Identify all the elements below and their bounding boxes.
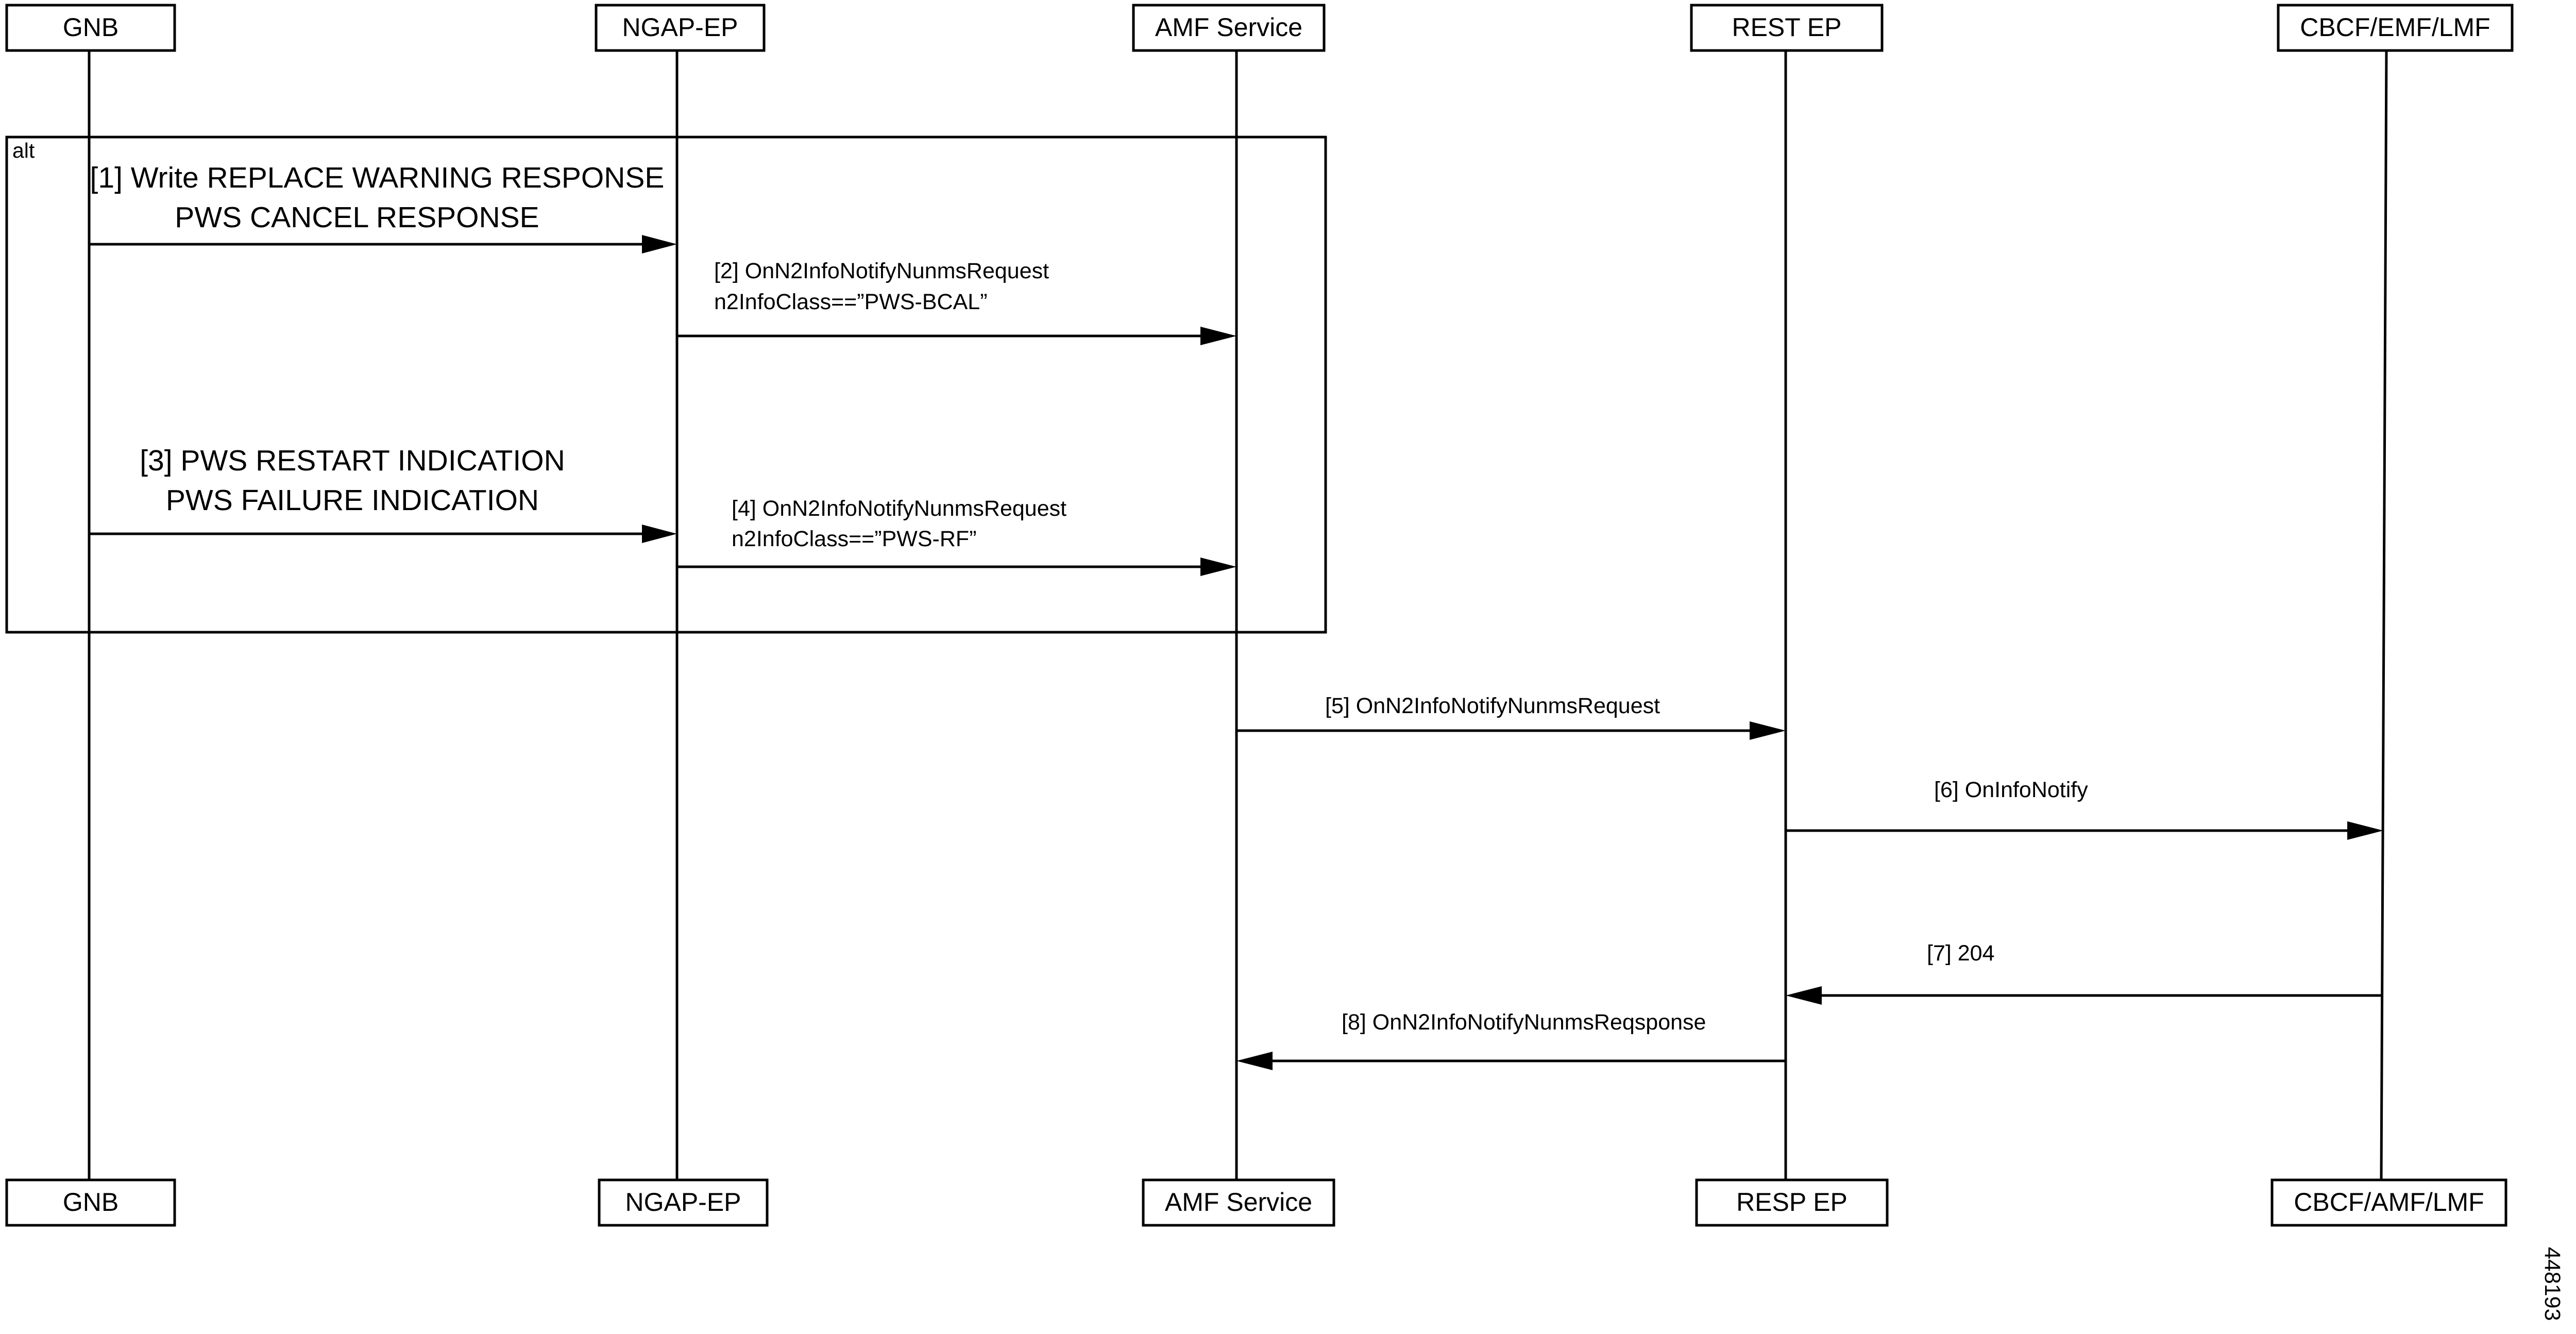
message-label: [4] OnN2InfoNotifyNunmsRequest <box>732 496 1066 521</box>
message-4: [4] OnN2InfoNotifyNunmsRequest n2InfoCla… <box>677 496 1236 576</box>
participant-resp-ep-bottom: RESP EP <box>1695 1178 1889 1227</box>
arrowhead <box>2347 821 2383 840</box>
alt-frame <box>5 136 1327 634</box>
arrowhead <box>1236 1052 1273 1070</box>
message-5: [5] OnN2InfoNotifyNunmsRequest <box>1236 694 1786 740</box>
arrowhead <box>1200 558 1236 576</box>
message-label: n2InfoClass==”PWS-BCAL” <box>714 290 988 314</box>
participant-box <box>1695 1178 1889 1227</box>
arrowhead <box>642 525 677 543</box>
participant-rest-ep-top: REST EP <box>1690 4 1884 52</box>
participant-box <box>1690 4 1884 52</box>
alt-fragment: alt <box>5 136 1327 634</box>
participant-box <box>595 4 766 52</box>
message-3: [3] PWS RESTART INDICATION PWS FAILURE I… <box>89 444 677 543</box>
participant-label: GNB <box>63 13 118 42</box>
message-7: [7] 204 <box>1786 941 2382 1005</box>
message-1: [1] Write REPLACE WARNING RESPONSE PWS C… <box>89 161 677 254</box>
message-label: [2] OnN2InfoNotifyNunmsRequest <box>714 259 1049 283</box>
participant-ngap-ep-bottom: NGAP-EP <box>598 1178 769 1227</box>
arrowhead <box>642 235 677 254</box>
arrowhead <box>1750 721 1786 740</box>
arrowhead <box>1786 986 1822 1005</box>
participant-amf-service-top: AMF Service <box>1132 4 1326 52</box>
participant-label: AMF Service <box>1165 1188 1312 1217</box>
message-2: [2] OnN2InfoNotifyNunmsRequest n2InfoCla… <box>677 259 1236 345</box>
participant-cbcf-top: CBCF/EMF/LMF <box>2277 4 2514 52</box>
participant-box <box>1142 1178 1335 1227</box>
message-8: [8] OnN2InfoNotifyNunmsReqsponse <box>1236 1010 1786 1070</box>
message-label: [1] Write REPLACE WARNING RESPONSE <box>90 161 665 194</box>
participant-gnb-bottom: GNB <box>5 1178 176 1227</box>
participant-label: CBCF/AMF/LMF <box>2294 1188 2484 1217</box>
participant-label: NGAP-EP <box>622 13 738 42</box>
message-6: [6] OnInfoNotify <box>1786 778 2383 840</box>
participant-box <box>5 1178 176 1227</box>
message-label: [6] OnInfoNotify <box>1934 778 2088 802</box>
participant-gnb-top: GNB <box>5 4 176 52</box>
participant-box <box>1132 4 1326 52</box>
participant-cbcf-bottom: CBCF/AMF/LMF <box>2270 1178 2507 1227</box>
arrowhead <box>1200 327 1236 345</box>
participant-label: REST EP <box>1732 13 1841 42</box>
participant-label: CBCF/EMF/LMF <box>2300 13 2490 42</box>
message-label: [8] OnN2InfoNotifyNunmsReqsponse <box>1342 1010 1706 1035</box>
participant-box <box>2277 4 2514 52</box>
message-label: PWS CANCEL RESPONSE <box>175 201 539 234</box>
message-label: [7] 204 <box>1927 941 1995 966</box>
participant-label: AMF Service <box>1155 13 1302 42</box>
message-label: [5] OnN2InfoNotifyNunmsRequest <box>1325 694 1660 718</box>
lifeline-cbcf <box>2380 50 2388 1180</box>
participant-box <box>2270 1178 2507 1227</box>
alt-label: alt <box>12 139 35 162</box>
figure-id: 448193 <box>2540 1247 2565 1321</box>
message-label: [3] PWS RESTART INDICATION <box>140 444 565 477</box>
participant-box <box>598 1178 769 1227</box>
participant-label: RESP EP <box>1736 1188 1848 1217</box>
participant-amf-service-bottom: AMF Service <box>1142 1178 1335 1227</box>
message-label: n2InfoClass==”PWS-RF” <box>732 527 977 551</box>
message-label: PWS FAILURE INDICATION <box>166 484 539 517</box>
participant-box <box>5 4 176 52</box>
participant-ngap-ep-top: NGAP-EP <box>595 4 766 52</box>
participant-label: NGAP-EP <box>625 1188 741 1217</box>
participant-label: GNB <box>63 1188 118 1217</box>
